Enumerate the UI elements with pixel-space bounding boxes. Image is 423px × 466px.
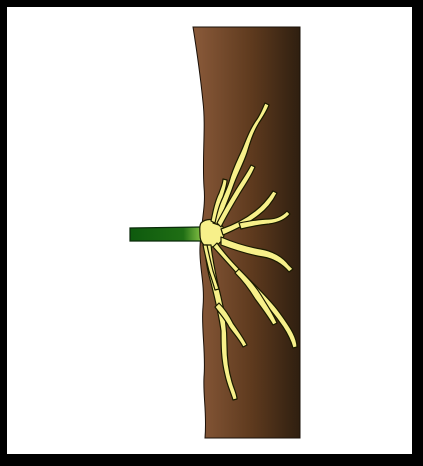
illustration-panel (7, 7, 412, 454)
haustorium-illustration (7, 7, 412, 454)
